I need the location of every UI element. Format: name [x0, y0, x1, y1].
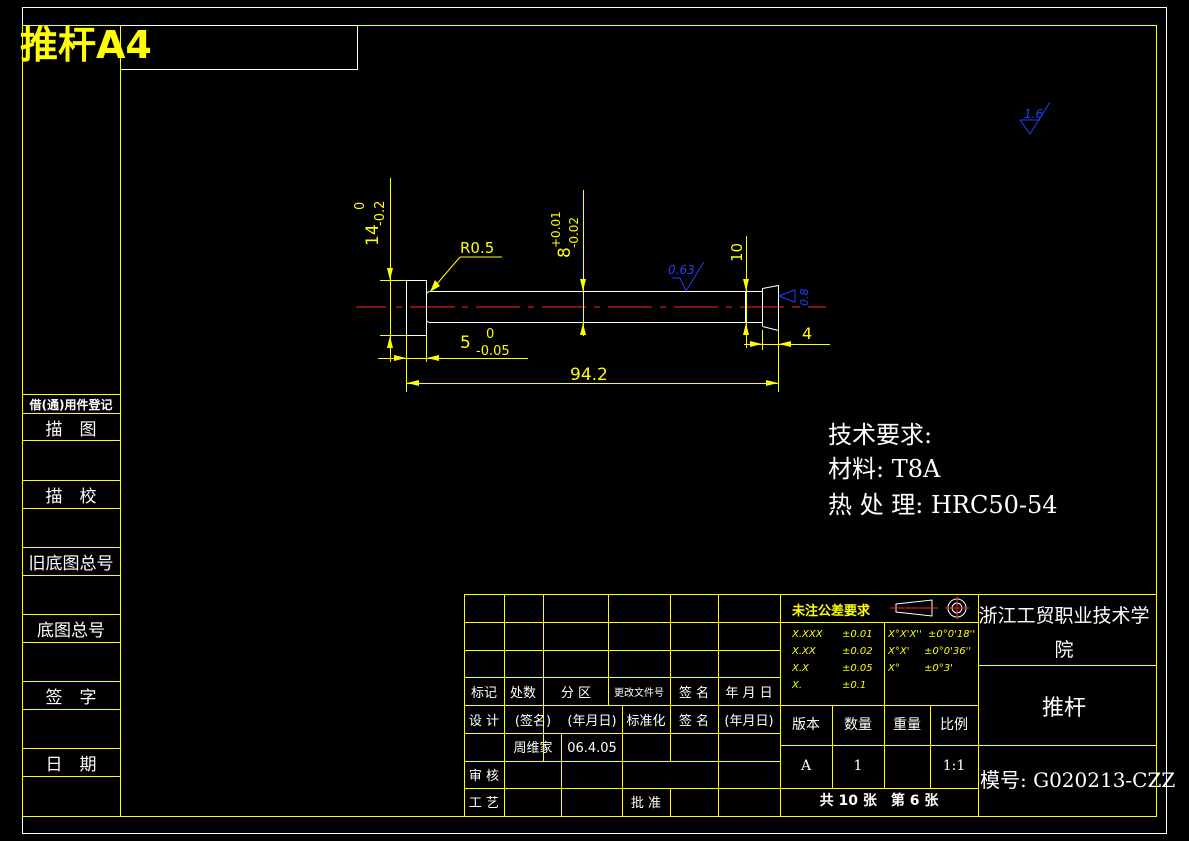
dim-total-len: 94.2 — [570, 365, 608, 385]
svg-text:标准化: 标准化 — [626, 714, 665, 729]
svg-text:±0°3': ±0°3' — [924, 663, 953, 674]
model-no: 模号: G020213-CZZ — [980, 768, 1175, 792]
left-item-3: 旧底图总号 — [29, 554, 114, 574]
dim-shank-tol-low: -0.02 — [567, 217, 581, 248]
svg-text:X°X': X°X' — [887, 646, 909, 657]
left-item-6: 日 期 — [46, 755, 97, 775]
dim-head-len-tol-up: 0 — [486, 327, 494, 342]
svg-text:分 区: 分 区 — [561, 686, 591, 701]
part-drawing: 14 0 -0.2 R0.5 8 +0.01 -0.02 5 0 -0.05 — [353, 101, 1051, 392]
dim-head-len: 5 — [460, 333, 471, 353]
svg-text:±0°0'18'': ±0°0'18'' — [928, 629, 975, 640]
svg-text:±0.05: ±0.05 — [842, 663, 873, 674]
dim-tip-dia: 10 — [728, 243, 746, 262]
school-line-2: 院 — [1054, 639, 1073, 661]
svg-text:版本: 版本 — [792, 717, 820, 733]
rough-tip: 0.8 — [798, 289, 811, 307]
dim-head-tol-up: 0 — [353, 202, 368, 210]
svg-text:±0°0'36'': ±0°0'36'' — [924, 646, 971, 657]
dim-radius: R0.5 — [460, 239, 494, 257]
dim-shank-dia: 8 — [555, 247, 575, 258]
svg-text:审 核: 审 核 — [469, 769, 499, 784]
svg-text:X.XXX: X.XXX — [791, 629, 824, 640]
designer: 周维家 — [513, 740, 552, 756]
svg-text:比例: 比例 — [940, 717, 968, 733]
sheet-count: 共 10 张 第 6 张 — [820, 792, 940, 809]
left-item-0: 借(通)用件登记 — [29, 397, 113, 412]
left-item-2: 描 校 — [46, 487, 97, 507]
left-item-1: 描 图 — [46, 420, 97, 440]
tolerance-title: 未注公差要求 — [791, 603, 871, 619]
part-name: 推杆 — [1042, 696, 1086, 721]
svg-text:X.X: X.X — [791, 663, 810, 674]
svg-text:工 艺: 工 艺 — [469, 796, 499, 811]
svg-text:X.: X. — [791, 680, 802, 691]
svg-text:1:1: 1:1 — [943, 758, 966, 774]
dim-shank-tol-up: +0.01 — [549, 211, 563, 248]
svg-text:(年月日): (年月日) — [567, 714, 616, 729]
title-block: 标记 处数 分 区 更改文件号 签 名 年 月 日 设 计 (签名) (年月日)… — [464, 594, 1175, 817]
svg-text:±0.1: ±0.1 — [842, 680, 866, 691]
tech-material: 材料: T8A — [828, 455, 941, 483]
svg-text:±0.01: ±0.01 — [842, 629, 873, 640]
svg-text:重量: 重量 — [893, 717, 921, 733]
svg-text:1: 1 — [854, 758, 863, 774]
rough-shank: 0.63 — [668, 263, 695, 277]
svg-text:更改文件号: 更改文件号 — [614, 686, 664, 699]
svg-text:±0.02: ±0.02 — [842, 646, 873, 657]
title-box — [120, 25, 358, 70]
sheet-title: 推杆A4 — [20, 23, 152, 67]
tech-title: 技术要求: — [828, 421, 932, 449]
left-column: 借(通)用件登记 描 图 描 校 旧底图总号 底图总号 签 字 日 期 — [22, 394, 120, 777]
svg-text:(年月日): (年月日) — [724, 714, 773, 729]
svg-text:X°: X° — [887, 663, 900, 674]
svg-text:标记: 标记 — [471, 686, 497, 701]
svg-text:X°X'X'': X°X'X'' — [887, 629, 922, 640]
tech-requirements: 技术要求: 材料: T8A 热 处 理: HRC50-54 — [828, 421, 1058, 519]
svg-text:数量: 数量 — [844, 717, 872, 733]
svg-text:处数: 处数 — [510, 686, 536, 701]
svg-text:签 名: 签 名 — [679, 685, 709, 701]
svg-text:(签名): (签名) — [515, 713, 551, 729]
school-line-1: 浙江工贸职业技术学 — [978, 605, 1149, 627]
dim-head-dia: 14 — [363, 224, 383, 246]
svg-text:批 准: 批 准 — [631, 796, 661, 811]
left-item-5: 签 字 — [46, 688, 97, 708]
design-date: 06.4.05 — [567, 741, 617, 756]
rough-general: 1.6 — [1024, 107, 1043, 121]
svg-text:年 月 日: 年 月 日 — [725, 686, 772, 701]
dim-head-tol-low: -0.2 — [373, 201, 388, 226]
svg-text:签 名: 签 名 — [679, 713, 709, 729]
dim-head-len-tol-low: -0.05 — [476, 344, 510, 359]
svg-text:X.XX: X.XX — [791, 646, 817, 657]
dim-tip-len: 4 — [802, 324, 812, 343]
tech-heat: 热 处 理: HRC50-54 — [828, 491, 1058, 519]
outer-frame — [22, 7, 1167, 834]
left-item-4: 底图总号 — [37, 621, 105, 641]
svg-text:A: A — [800, 758, 812, 774]
svg-text:设 计: 设 计 — [469, 714, 499, 729]
